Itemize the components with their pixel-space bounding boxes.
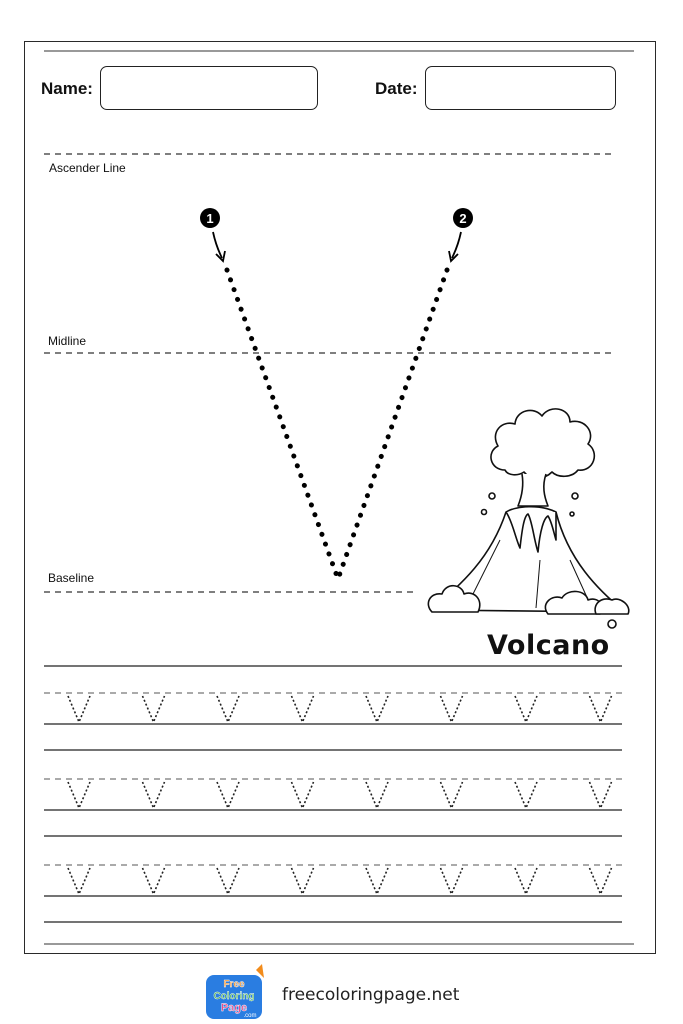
practice-letters [67, 695, 613, 897]
practice-letter-v [365, 867, 389, 897]
baseline-label: Baseline [48, 571, 95, 585]
practice-letter-v [67, 867, 91, 897]
practice-letter-v [514, 781, 538, 811]
site-url[interactable]: freecoloringpage.net [282, 985, 460, 1005]
midline-label: Midline [48, 334, 87, 348]
practice-row-1 [44, 665, 622, 751]
practice-letter-v [588, 695, 613, 725]
practice-row-2 [44, 778, 622, 837]
practice-letter-v [141, 781, 166, 811]
svg-text:Free: Free [223, 979, 245, 990]
stroke-2-arrow-icon [451, 231, 462, 259]
date-field[interactable] [425, 66, 616, 110]
practice-letter-v [514, 695, 538, 725]
practice-letter-v [365, 781, 389, 811]
date-label: Date: [375, 79, 418, 98]
practice-letter-v [141, 695, 166, 725]
practice-letter-v [365, 695, 389, 725]
practice-letter-v [439, 695, 464, 725]
worksheet-frame [24, 41, 656, 954]
volcano-icon [427, 408, 630, 629]
stroke-1-marker: 1 [200, 208, 226, 263]
name-field[interactable] [100, 66, 318, 110]
practice-letter-v [216, 867, 240, 897]
svg-text:.com: .com [243, 1013, 256, 1019]
practice-row-3 [44, 864, 622, 923]
stroke-1-arrow-icon [212, 231, 223, 259]
stroke-2-marker: 2 [448, 208, 473, 263]
picture-caption: Volcano [487, 630, 610, 661]
crayon-icon [256, 964, 264, 978]
tracing-stroke-2 [335, 267, 450, 582]
practice-letter-v [290, 695, 315, 725]
svg-text:Coloring: Coloring [213, 991, 254, 1002]
practice-letter-v [290, 867, 315, 897]
practice-letter-v [67, 695, 91, 725]
practice-letter-v [439, 781, 464, 811]
practice-letter-v [216, 781, 240, 811]
practice-letter-v [439, 867, 464, 897]
practice-letter-v [514, 867, 538, 897]
site-logo: Free Coloring Page .com [206, 964, 264, 1019]
tracing-stroke-1 [224, 267, 341, 582]
svg-text:Page: Page [221, 1002, 247, 1014]
practice-letter-v [290, 781, 315, 811]
practice-letter-v [141, 867, 166, 897]
stroke-2-number: 2 [459, 211, 466, 226]
name-label: Name: [41, 79, 93, 98]
practice-letter-v [588, 867, 613, 897]
practice-letter-v [67, 781, 91, 811]
practice-letter-v [588, 781, 613, 811]
stroke-1-number: 1 [206, 211, 213, 226]
ascender-line-label: Ascender Line [49, 161, 126, 175]
practice-letter-v [216, 695, 240, 725]
